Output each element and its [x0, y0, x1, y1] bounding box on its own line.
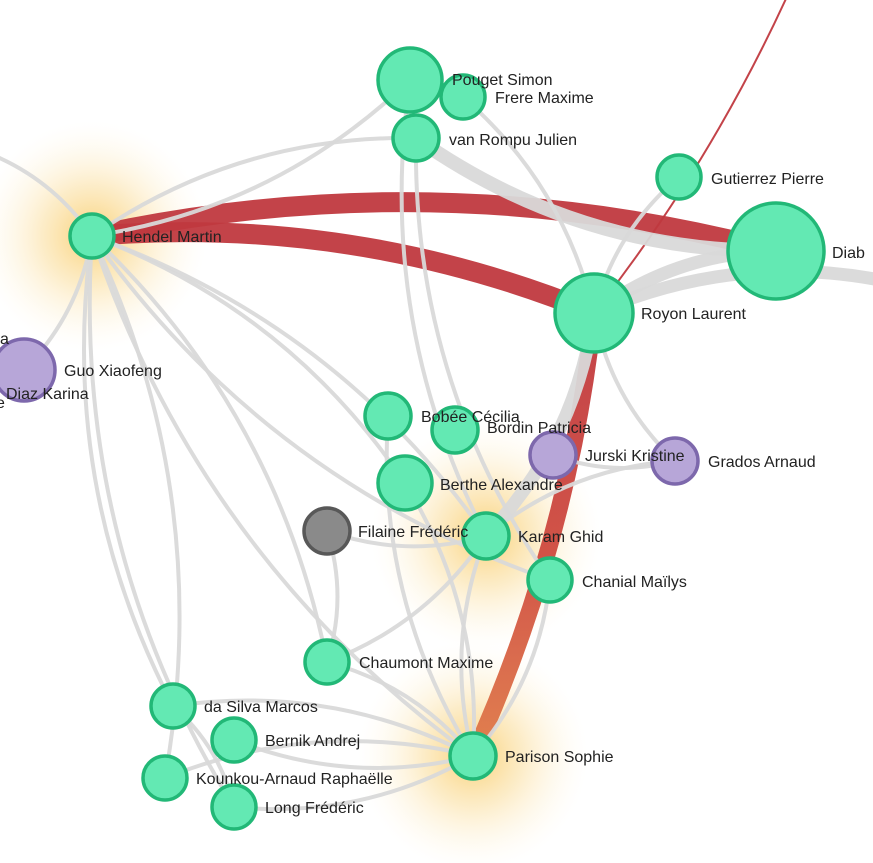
edge-hendel-dasilva: [82, 234, 175, 708]
label-fragment-frag-e: e: [0, 395, 5, 412]
node-label-guo: Guo Xiaofeng: [64, 363, 162, 380]
edge-kounkou-parison: [163, 739, 475, 780]
node-frere[interactable]: [439, 73, 487, 121]
node-label-bobee: Bobée Cécilia: [421, 409, 520, 426]
node-bordin[interactable]: [430, 405, 480, 455]
node-label-karam: Karam Ghid: [518, 529, 603, 546]
node-label-kounkou: Kounkou-Arnaud Raphaëlle: [196, 771, 393, 788]
node-label-grados: Grados Arnaud: [708, 454, 816, 471]
node-label-chaumont: Chaumont Maxime: [359, 655, 493, 672]
edge-royon-offscreen-top-right: [593, 0, 787, 314]
node-bernik[interactable]: [210, 716, 258, 764]
node-label-dasilva: da Silva Marcos: [204, 699, 318, 716]
edge-dasilva-parison: [171, 698, 475, 758]
node-jurski[interactable]: [528, 430, 578, 480]
edge-chaumont-karam: [325, 534, 488, 664]
edge-hendel-diab: [82, 192, 786, 261]
node-label-jurski: Jurski Kristine: [585, 448, 685, 465]
edge-karam-parison: [459, 534, 488, 758]
node-grados[interactable]: [650, 436, 700, 486]
nodes-layer: [0, 46, 826, 831]
node-label-chanial: Chanial Maïlys: [582, 574, 687, 591]
node-label-bernik: Bernik Andrej: [265, 733, 360, 750]
edge-hendel-chaumont: [90, 234, 329, 664]
node-karam[interactable]: [461, 511, 511, 561]
node-filaine[interactable]: [302, 506, 352, 556]
edge-hendel-pouget: [90, 78, 412, 238]
node-hendel[interactable]: [68, 212, 116, 260]
node-label-filaine: Filaine Frédéric: [358, 524, 468, 541]
edge-berthe-parison: [403, 481, 477, 758]
node-label-vanrompu: van Rompu Julien: [449, 132, 577, 149]
node-chanial[interactable]: [526, 556, 574, 604]
node-label-hendel: Hendel Martin: [122, 229, 222, 246]
node-dasilva[interactable]: [149, 682, 197, 730]
edge-hendel-long: [87, 234, 236, 809]
edge-karam-grados: [484, 459, 677, 538]
node-vanrompu[interactable]: [391, 113, 441, 163]
edge-vanrompu-chanial: [413, 136, 552, 582]
node-label-pouget: Pouget Simon: [452, 72, 553, 89]
node-parison[interactable]: [448, 731, 498, 781]
node-label-royon: Royon Laurent: [641, 306, 747, 323]
node-label-frere: Frere Maxime: [495, 90, 594, 107]
node-berthe[interactable]: [376, 454, 434, 512]
node-royon[interactable]: [553, 272, 635, 354]
node-bobee[interactable]: [363, 391, 413, 441]
node-guo[interactable]: [0, 337, 57, 403]
edge-hendel-vanrompu: [90, 135, 418, 238]
edge-long-parison: [232, 754, 475, 812]
edge-hendel-parison: [90, 234, 475, 758]
node-label-bordin: Bordin Patricia: [487, 420, 591, 437]
node-gutierrez[interactable]: [655, 153, 703, 201]
edge-hendel-berthe: [90, 234, 407, 485]
node-long[interactable]: [210, 783, 258, 831]
node-label-berthe: Berthe Alexandre: [440, 477, 563, 494]
node-label-long: Long Frédéric: [265, 800, 364, 817]
node-diab[interactable]: [726, 201, 826, 301]
node-pouget[interactable]: [376, 46, 444, 114]
edges-layer: [0, 0, 873, 812]
node-label-parison: Parison Sophie: [505, 749, 614, 766]
edge-vanrompu-diab: [409, 131, 783, 259]
node-chaumont[interactable]: [303, 638, 351, 686]
label-fragment-frag-a: a: [0, 331, 9, 348]
node-kounkou[interactable]: [141, 754, 189, 802]
node-label-gutierrez: Gutierrez Pierre: [711, 171, 824, 188]
node-label-diab: Diab: [832, 245, 865, 262]
node-label-diazk: Diaz Karina: [6, 386, 89, 403]
